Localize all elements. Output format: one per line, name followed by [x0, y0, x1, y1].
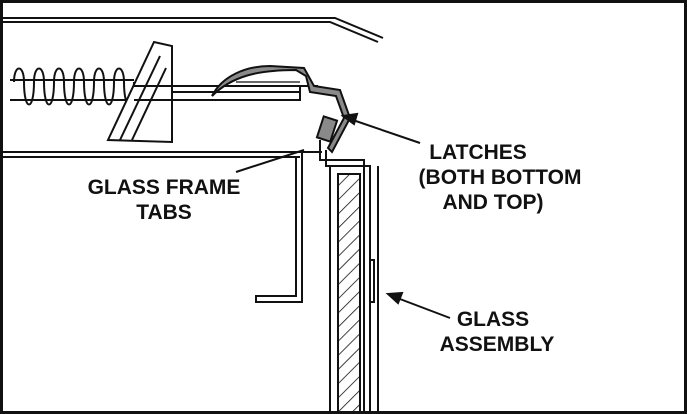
glass-assembly-label-line1: GLASS [456, 308, 530, 331]
latch-tab [315, 115, 339, 143]
latches-label-line3: AND TOP) [442, 191, 544, 214]
shelf [2, 151, 322, 158]
glass-pane [337, 173, 361, 414]
glass-frame-tabs-label-line2: TABS [136, 201, 192, 224]
spring [10, 67, 135, 106]
latches-label-line2: (BOTH BOTTOM [418, 166, 582, 189]
glass-frame-tabs-label-line1: GLASS FRAME [87, 176, 241, 199]
glass-frame [319, 140, 379, 414]
glass-frame-tab [255, 152, 303, 303]
latches-label-line1: LATCHES [429, 141, 527, 164]
top-panel [2, 17, 384, 43]
glass-assembly-label-line2: ASSEMBLY [439, 333, 555, 356]
latch-body [211, 64, 352, 154]
hinge-bracket [106, 40, 173, 144]
leader-lines [235, 112, 451, 319]
